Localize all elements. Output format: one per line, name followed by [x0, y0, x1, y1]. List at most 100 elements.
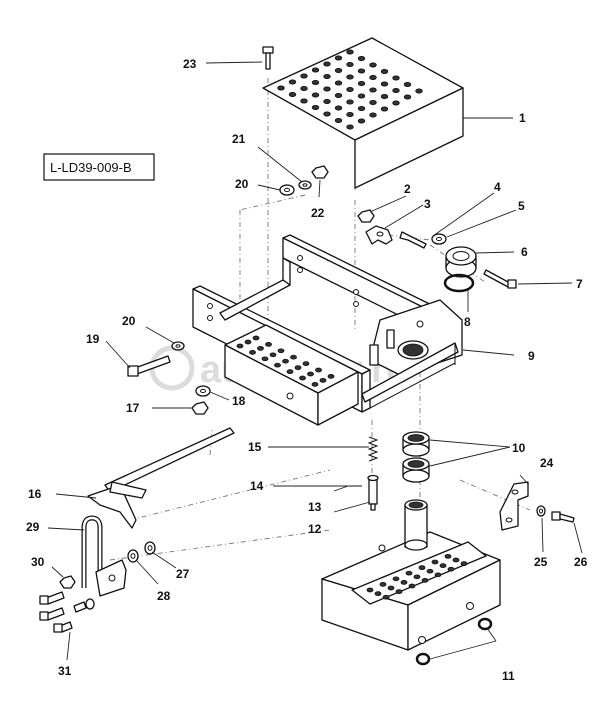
perforation-hole [382, 594, 390, 600]
part-11-ring-lower [415, 652, 431, 666]
part-6-collar [445, 246, 477, 278]
perforation-hole [357, 55, 366, 62]
perforation-hole [334, 80, 343, 86]
perforation-hole [346, 49, 354, 55]
part-22-nut [311, 165, 329, 179]
perforation-hole [369, 62, 377, 68]
perforation-hole [369, 87, 377, 93]
perforation-hole [380, 68, 389, 75]
perforation-hole [418, 565, 426, 570]
perforation-hole [452, 557, 460, 563]
perforation-hole [392, 576, 400, 582]
base-holes [366, 554, 468, 600]
perforation-hole [286, 369, 294, 374]
part-30-nut [59, 575, 76, 589]
perforation-hole [357, 105, 366, 112]
perforation-hole [334, 117, 343, 124]
callout-20-top: 20 [235, 177, 249, 191]
perforation-hole [288, 91, 297, 98]
perforation-hole [380, 81, 389, 87]
part-18-washer [195, 385, 211, 397]
perforation-hole [327, 374, 335, 379]
perforation-hole [346, 111, 354, 118]
step-holes [236, 335, 335, 387]
perforation-hole [460, 561, 468, 566]
perforation-hole [405, 570, 413, 576]
part-20-washer-left [171, 341, 185, 351]
part-16-handle [87, 427, 235, 529]
perforation-hole [392, 100, 400, 106]
perforation-hole [265, 342, 272, 347]
part-25-washer [536, 505, 546, 517]
perforation-hole [346, 61, 354, 68]
perforation-hole [447, 566, 455, 572]
perforation-hole [252, 335, 260, 341]
perforation-hole [334, 67, 343, 74]
perforation-hole [379, 582, 387, 587]
perforation-hole [277, 85, 285, 91]
callout-16: 16 [28, 487, 42, 501]
part-17-nut [191, 401, 209, 415]
callout-18: 18 [232, 394, 246, 408]
perforation-hole [415, 88, 423, 94]
callout-5: 5 [518, 199, 525, 213]
perforation-hole [392, 75, 400, 81]
callout-31: 31 [58, 664, 72, 678]
perforation-hole [311, 92, 320, 98]
perforation-hole [323, 73, 331, 80]
callout-26: 26 [574, 555, 588, 569]
callout-14: 14 [250, 479, 264, 493]
perforation-hole [403, 94, 412, 100]
perforation-hole [346, 124, 354, 130]
perforation-hole [380, 93, 389, 100]
perforation-hole [261, 356, 269, 362]
part-19-bolt [127, 355, 171, 377]
callout-13: 13 [308, 500, 322, 514]
callout-27: 27 [176, 567, 190, 581]
perforation-hole [346, 74, 354, 80]
cover-holes [277, 49, 423, 130]
part-12-pin [367, 474, 379, 511]
perforation-hole [249, 350, 256, 355]
perforation-hole [257, 346, 264, 351]
perforation-hole [374, 591, 382, 596]
reference-box [43, 153, 155, 181]
reference-code: L-LD39-009-B [50, 160, 132, 175]
callout-9: 9 [528, 349, 535, 363]
part-15-spring [367, 436, 379, 462]
perforation-hole [269, 352, 277, 358]
perforation-hole [311, 104, 320, 111]
perforation-hole [323, 61, 331, 67]
part-24-bracket [499, 481, 529, 531]
perforation-hole [431, 559, 439, 565]
perforation-hole [311, 382, 319, 387]
callout-29: 29 [26, 520, 40, 534]
alignment-lines [109, 78, 531, 561]
perforation-hole [357, 80, 366, 87]
perforation-hole [439, 563, 447, 568]
part-2-nut [357, 209, 375, 223]
part-28-washer [127, 549, 139, 563]
perforation-hole [334, 55, 343, 61]
callout-labels: 23 1 21 20 22 2 3 4 5 6 7 8 9 10 11 12 1… [26, 57, 588, 683]
perforation-hole [323, 111, 331, 117]
callout-30: 30 [31, 555, 45, 569]
part-7-pin [483, 269, 517, 289]
perforation-hole [369, 112, 377, 118]
perforation-hole [334, 105, 343, 111]
callout-21: 21 [232, 132, 246, 146]
perforation-hole [400, 580, 408, 585]
callout-23: 23 [183, 57, 197, 71]
part-5-washer [431, 233, 447, 245]
callout-6: 6 [521, 245, 528, 259]
part-4-bolt [399, 231, 427, 249]
perforation-hole [236, 343, 244, 349]
part-23-bolt [262, 46, 274, 70]
perforation-hole [369, 99, 377, 106]
perforation-hole [323, 98, 331, 105]
perforation-hole [311, 79, 320, 86]
part-21-washer [298, 180, 312, 190]
perforation-hole [244, 339, 252, 345]
perforation-hole [346, 86, 354, 93]
callout-25: 25 [534, 555, 548, 569]
